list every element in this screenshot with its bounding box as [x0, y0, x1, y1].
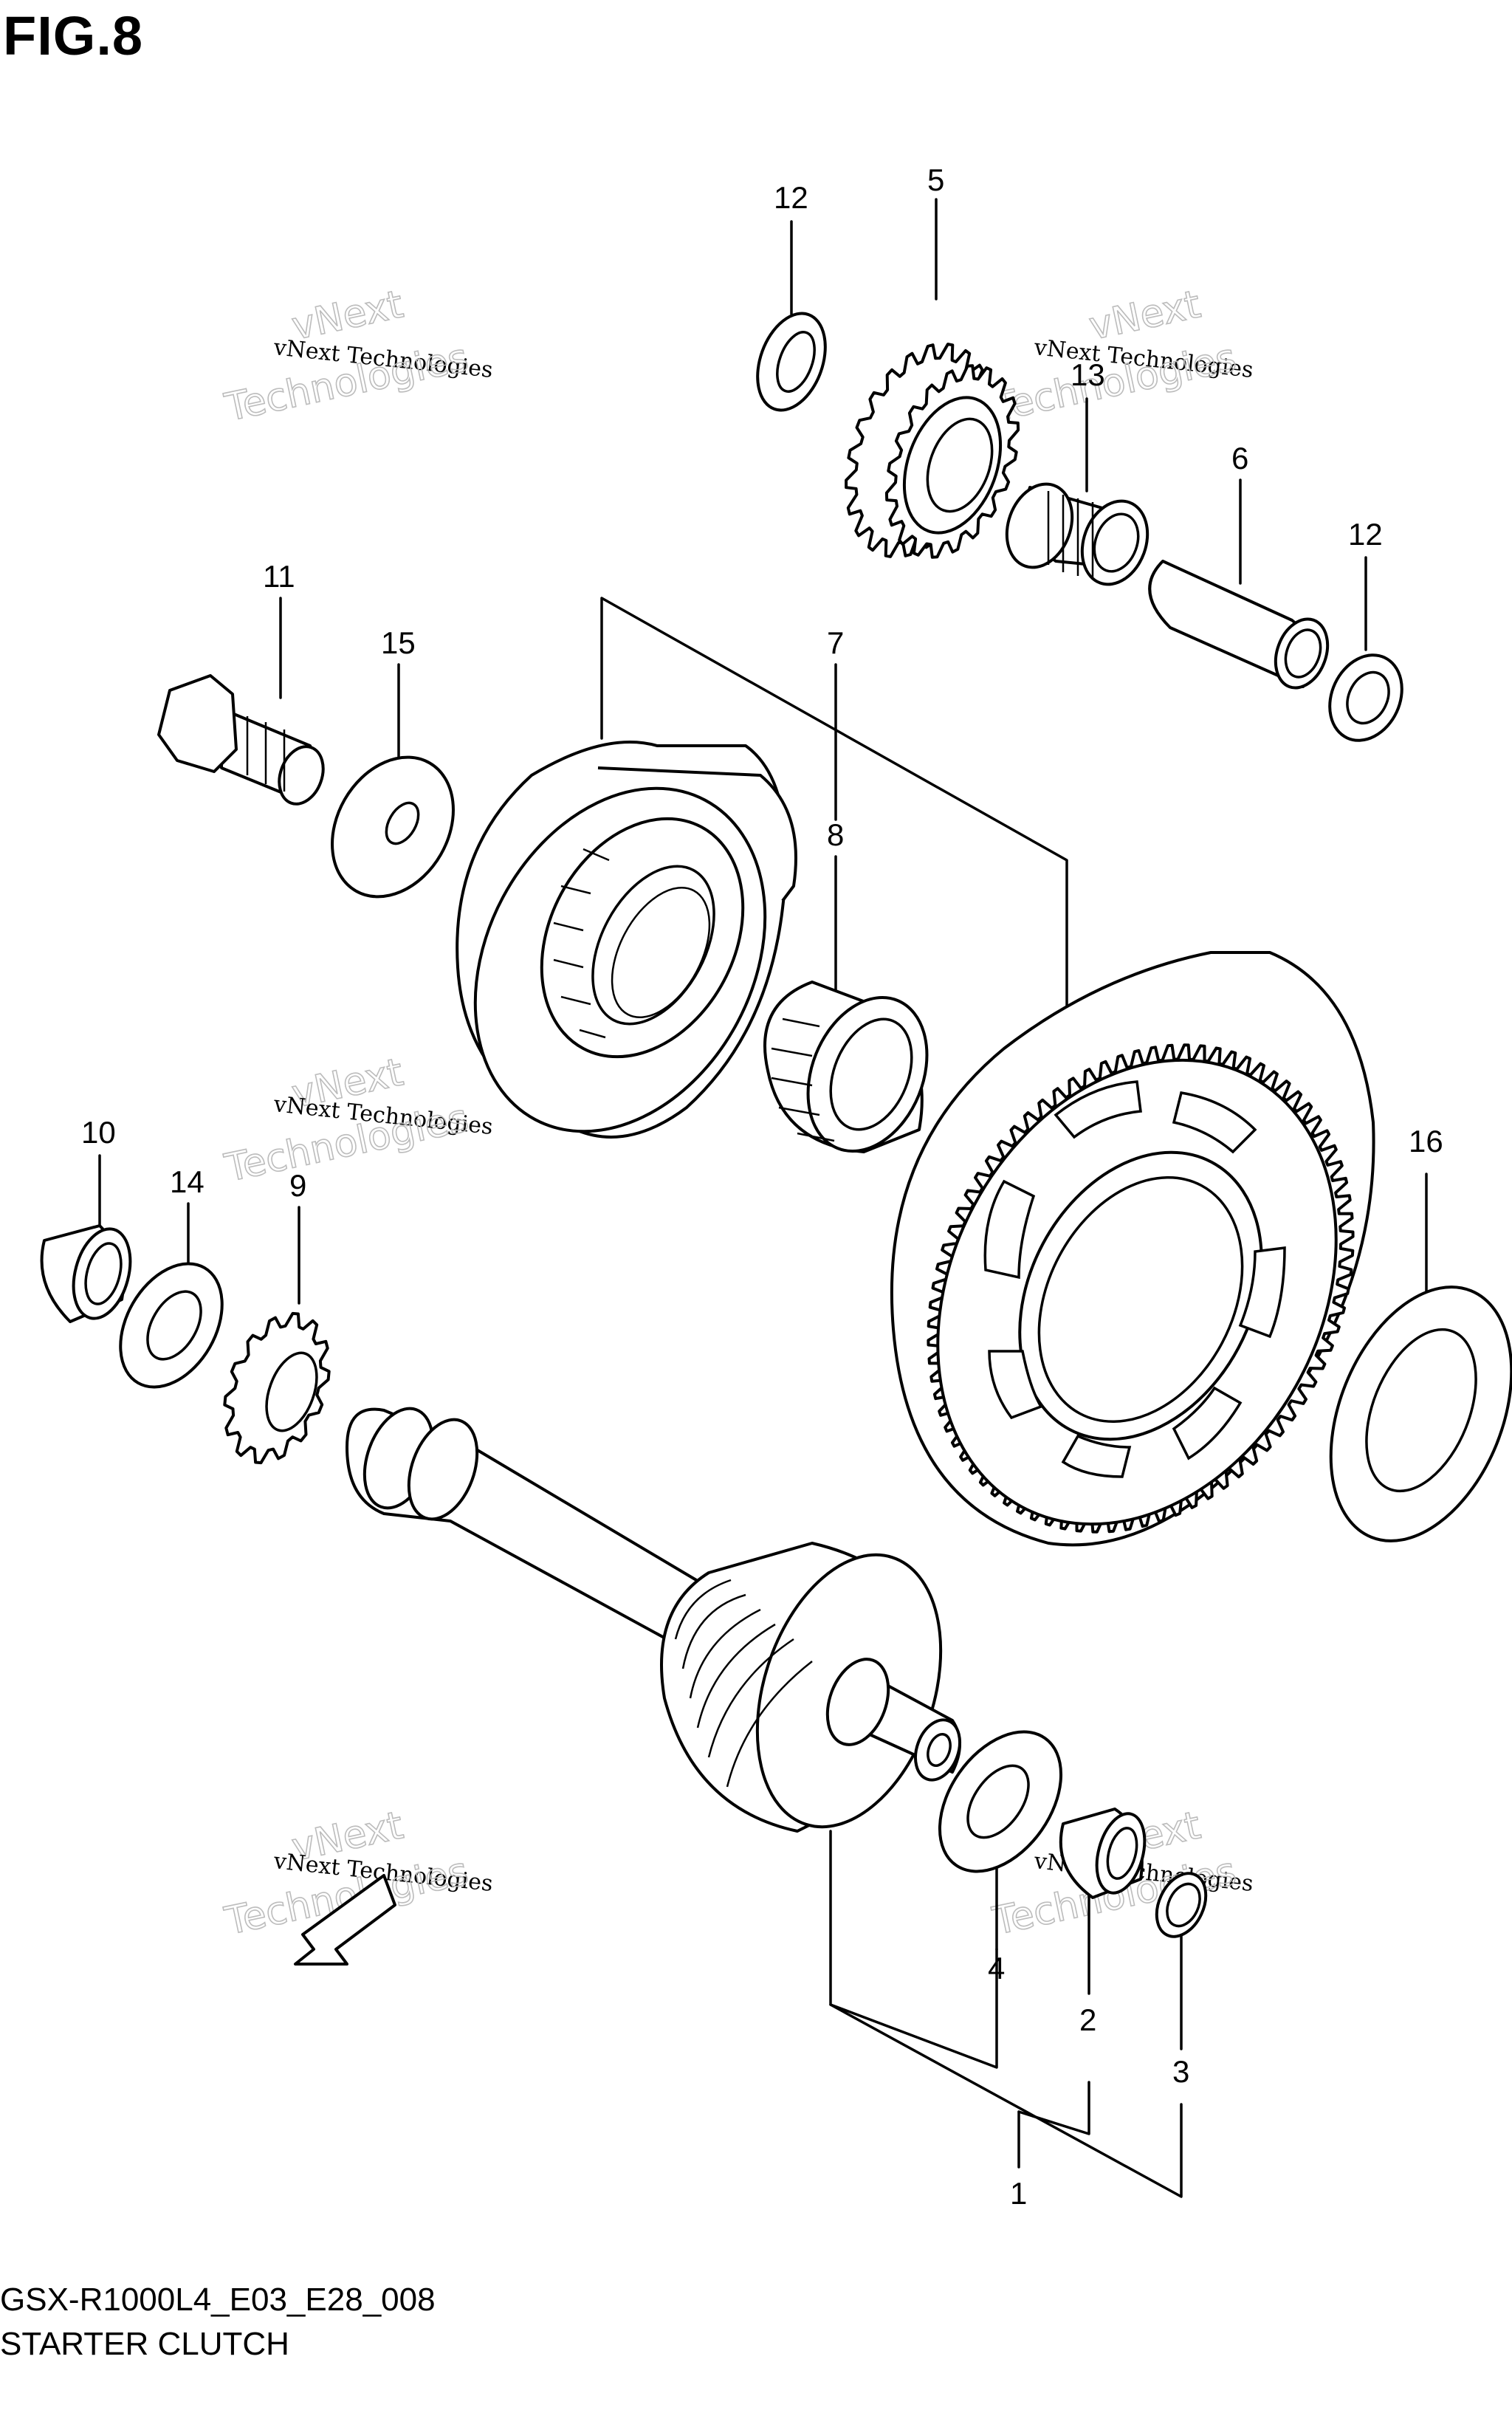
watermark-top-right: vNext vNext Technologies Technologies — [988, 282, 1254, 431]
part-7-starter-clutch — [456, 741, 797, 1139]
figure-title: FIG.8 — [3, 5, 144, 66]
part-11-bolt — [157, 674, 325, 806]
part-12-washer-right — [1328, 653, 1403, 742]
callout-9: 9 — [289, 1168, 306, 1203]
part-5-idle-gear — [845, 343, 1020, 559]
callout-16: 16 — [1409, 1124, 1443, 1158]
svg-text:vNext: vNext — [1085, 282, 1204, 349]
part-8-bearing — [763, 981, 929, 1153]
part-13-needle-bearing — [1005, 482, 1150, 586]
callout-1: 1 — [1010, 2176, 1027, 2211]
part-16-thrust-washer — [1329, 1285, 1512, 1542]
part-3-circlip — [1155, 1872, 1208, 1938]
callout-8: 8 — [827, 817, 844, 852]
part-6-idle-shaft — [1148, 560, 1330, 690]
watermark-top-left: vNext vNext Technologies Technologies — [220, 282, 494, 431]
leader-lines — [98, 198, 1428, 2198]
part-4-washer — [938, 1730, 1063, 1873]
part-14-washer — [119, 1262, 224, 1389]
callout-14: 14 — [170, 1164, 205, 1199]
group-name: STARTER CLUTCH — [0, 2326, 289, 2362]
callout-10: 10 — [81, 1115, 116, 1150]
callout-11: 11 — [263, 559, 295, 594]
part-15-washer — [331, 755, 455, 899]
callout-4: 4 — [988, 1951, 1005, 1985]
callout-15: 15 — [381, 625, 416, 660]
callout-3: 3 — [1172, 2054, 1189, 2089]
part-12-washer-top — [756, 312, 827, 412]
callout-2: 2 — [1079, 2002, 1096, 2037]
part-9-small-gear — [223, 1311, 331, 1465]
model-code: GSX-R1000L4_E03_E28_008 — [0, 2282, 436, 2318]
watermark-mid-left: vNext vNext Technologies Technologies — [220, 1050, 494, 1192]
callout-5: 5 — [927, 162, 944, 197]
part-10-bushing — [40, 1224, 132, 1323]
part-2-bushing — [1059, 1808, 1147, 1899]
part-1-clutch-shaft-assembly — [346, 1407, 961, 1833]
callout-12-right: 12 — [1348, 517, 1383, 552]
callout-6: 6 — [1231, 441, 1248, 476]
callout-7: 7 — [827, 625, 844, 660]
callout-12-top: 12 — [774, 180, 808, 215]
starter-driven-gear — [890, 951, 1375, 1547]
callout-labels: 12 5 13 6 12 11 15 7 8 10 14 9 16 4 2 3 … — [81, 162, 1443, 2211]
callout-13: 13 — [1071, 357, 1105, 392]
